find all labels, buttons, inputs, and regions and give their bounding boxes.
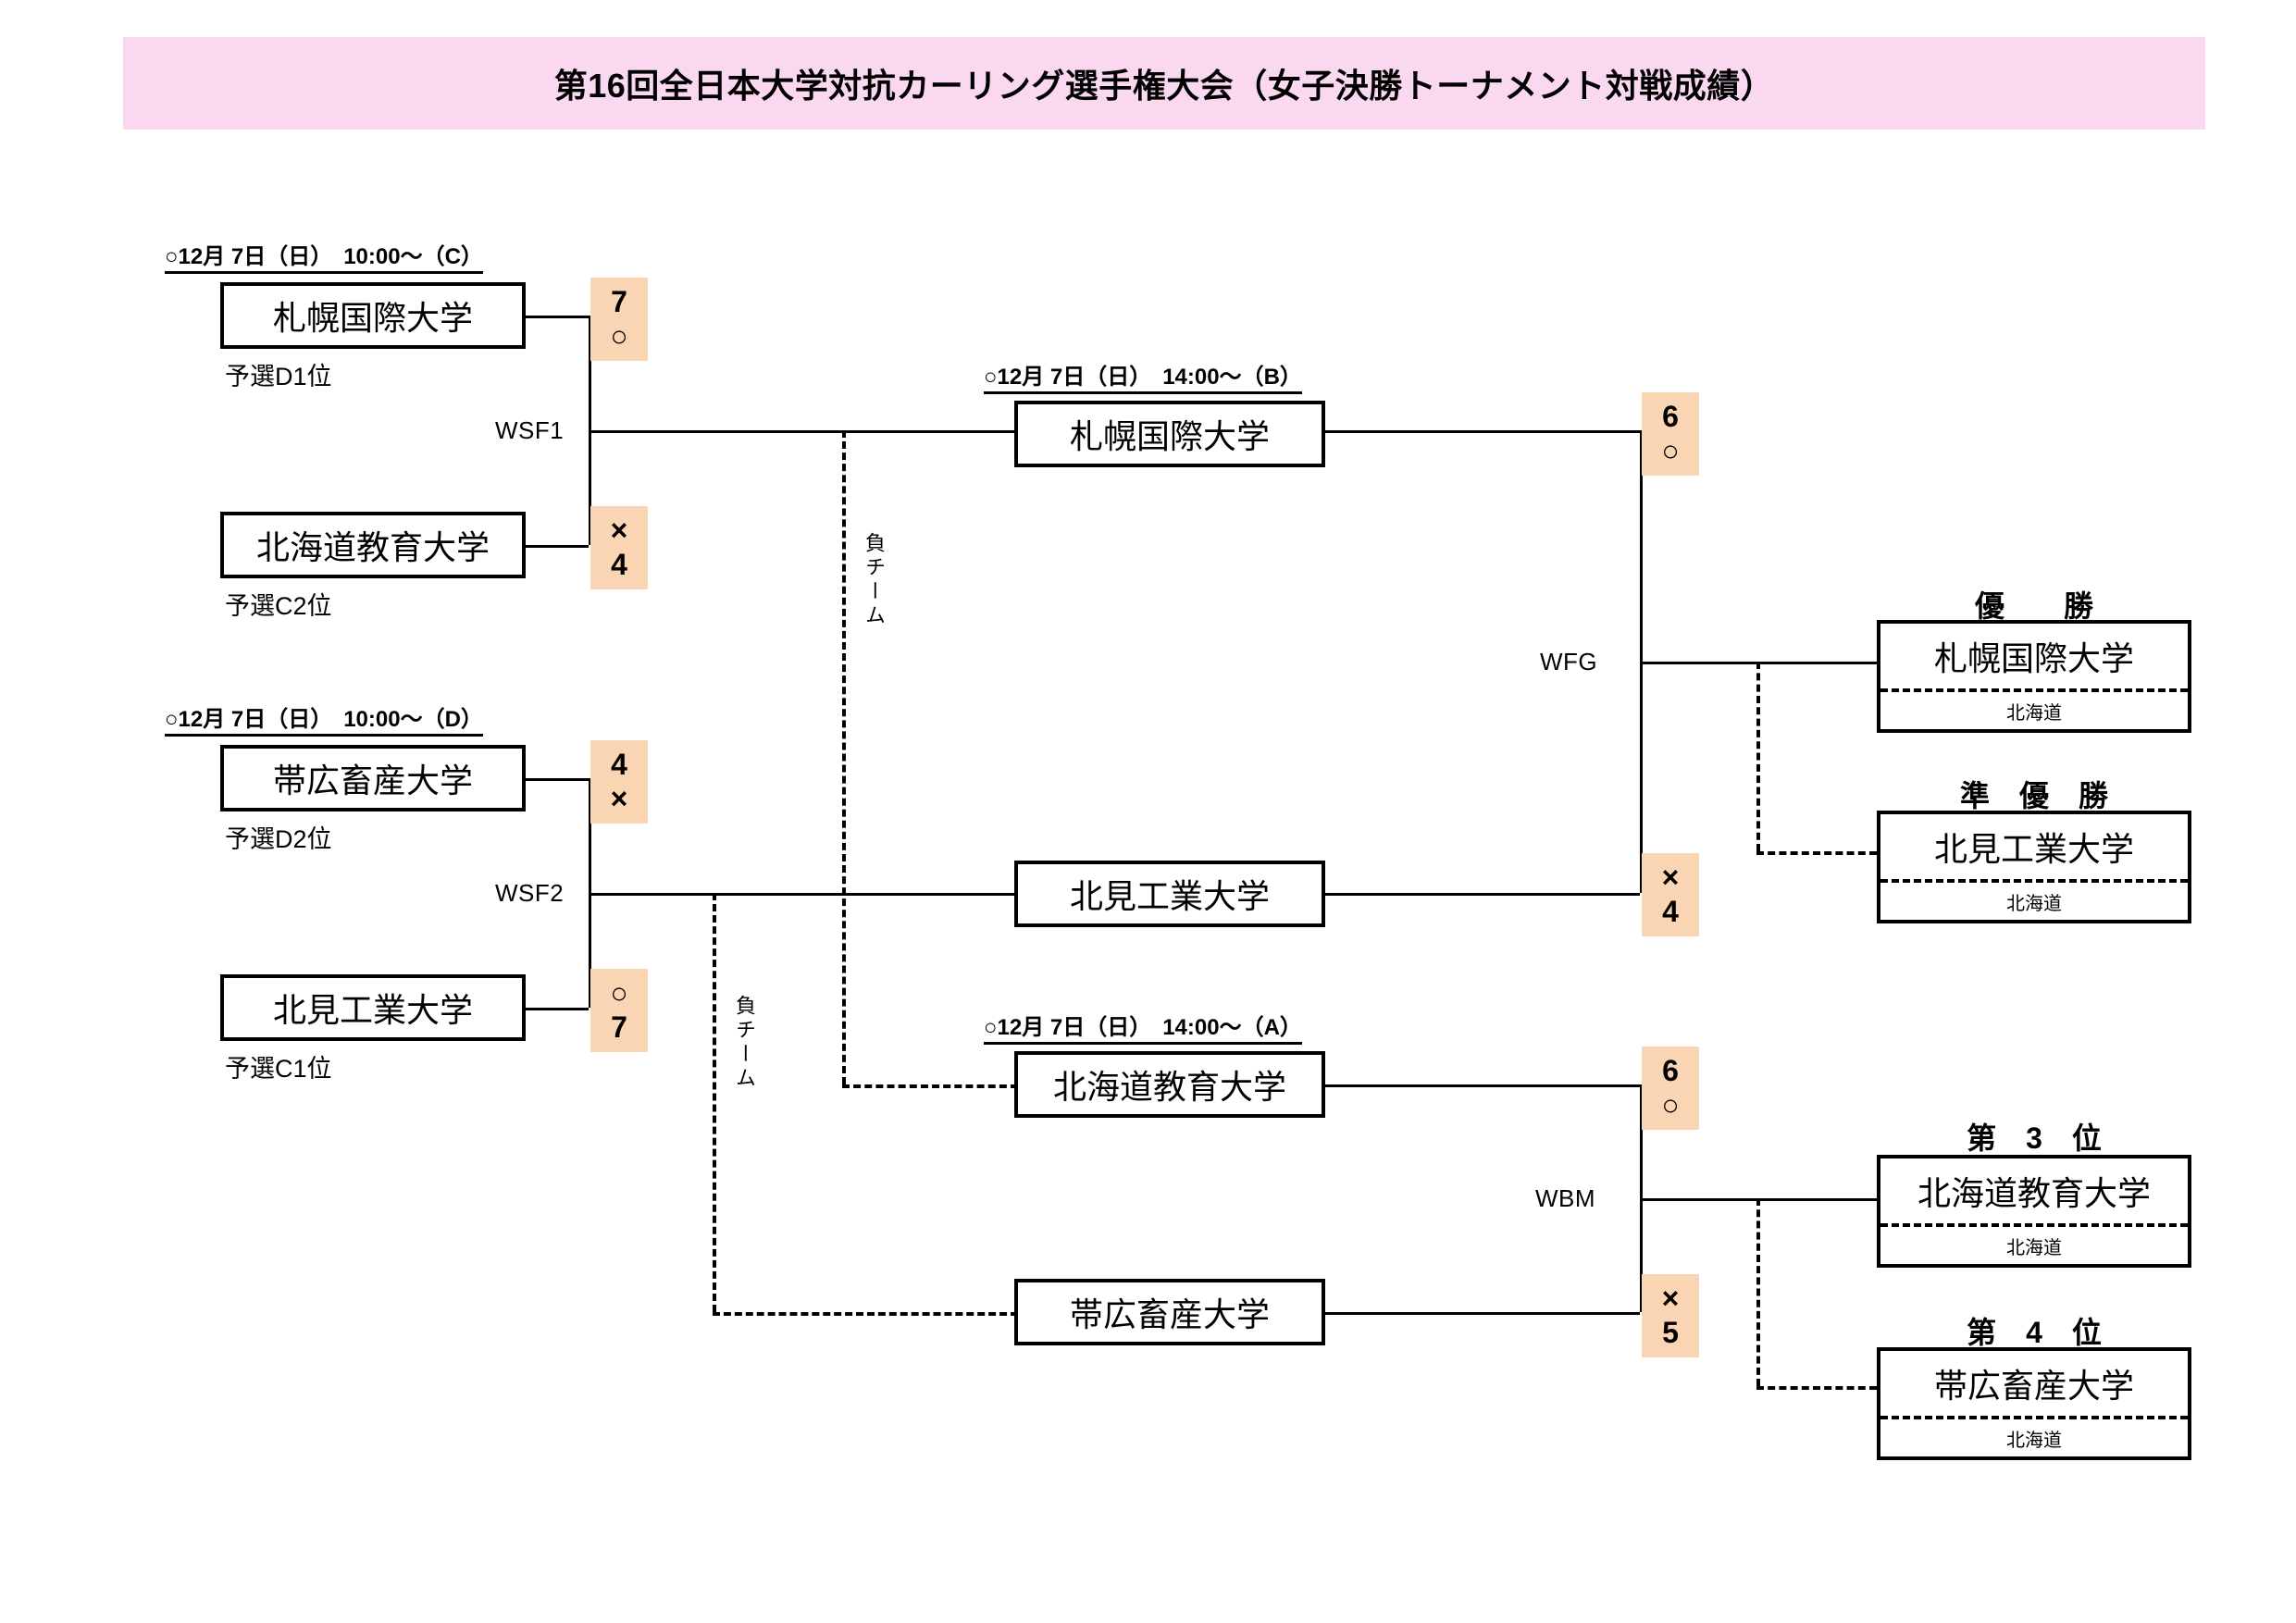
final-bottom-score: × 4 xyxy=(1642,853,1699,936)
result-box-4: 帯広畜産大学 北海道 xyxy=(1877,1347,2191,1460)
final-round-label: WFG xyxy=(1540,648,1598,675)
sf1-bottom-score-value: 4 xyxy=(611,548,627,581)
final-bottom-score-value: 4 xyxy=(1662,895,1679,928)
sf1-loser-dashed-vertical xyxy=(842,430,846,1084)
sf1-top-connector xyxy=(526,316,589,318)
result-team-4: 帯広畜産大学 xyxy=(1933,1367,2134,1405)
page-title: 第16回全日本大学対抗カーリング選手権大会（女子決勝トーナメント対戦成績） xyxy=(553,67,1775,105)
final-top-result-mark: ○ xyxy=(1661,434,1680,467)
sf2-top-seed: 予選D2位 xyxy=(225,825,332,853)
bronze-bottom-connector xyxy=(1325,1312,1640,1315)
bronze-fourth-dashed-vertical xyxy=(1756,1198,1760,1386)
bronze-bottom-score: × 5 xyxy=(1642,1274,1699,1357)
bronze-winner-out xyxy=(1640,1198,1931,1201)
bronze-date-label: ○12月 7日（日） 14:00～（A） xyxy=(984,1015,1302,1046)
sf2-top-score-value: 4 xyxy=(611,748,627,782)
bronze-top-team-box: 北海道教育大学 xyxy=(1014,1051,1325,1118)
rank-title-1: 優 勝 xyxy=(1974,589,2093,623)
sf1-winner-out xyxy=(589,430,1014,433)
sf2-top-score: 4 × xyxy=(590,740,648,824)
bronze-top-score: 6 ○ xyxy=(1642,1047,1699,1130)
sf1-date-label: ○12月 7日（日） 10:00～（C） xyxy=(165,244,483,275)
final-bottom-result-mark: × xyxy=(1661,861,1680,895)
sf2-date-label: ○12月 7日（日） 10:00～（D） xyxy=(165,707,483,737)
sf2-round-label: WSF2 xyxy=(495,879,565,907)
result-region-4: 北海道 xyxy=(1880,1416,2188,1456)
sf1-loser-dashed-horizontal xyxy=(842,1084,1018,1088)
final-bottom-connector xyxy=(1325,893,1640,896)
sf2-bottom-score: ○ 7 xyxy=(590,969,648,1052)
result-team-1: 札幌国際大学 xyxy=(1933,639,2134,677)
sf2-bottom-result-mark: ○ xyxy=(610,976,628,1010)
sf1-top-score-value: 7 xyxy=(611,285,627,319)
bronze-round-label: WBM xyxy=(1535,1184,1596,1212)
sf2-bottom-team-box: 北見工業大学 xyxy=(220,974,526,1041)
result-box-1: 札幌国際大学 北海道 xyxy=(1877,620,2191,733)
sf1-top-score: 7 ○ xyxy=(590,278,648,361)
sf1-bottom-connector xyxy=(526,545,589,548)
sf1-top-result-mark: ○ xyxy=(610,319,628,353)
bronze-fourth-dashed-horizontal xyxy=(1756,1386,1877,1390)
bronze-bottom-result-mark: × xyxy=(1661,1282,1680,1316)
result-box-2: 北見工業大学 北海道 xyxy=(1877,811,2191,923)
result-region-3: 北海道 xyxy=(1880,1223,2188,1264)
final-runnerup-dashed-vertical xyxy=(1756,662,1760,851)
sf2-bottom-seed: 予選C1位 xyxy=(225,1055,332,1083)
sf2-top-connector xyxy=(526,778,589,781)
rank-title-2: 準 優 勝 xyxy=(1959,779,2108,812)
bronze-top-score-value: 6 xyxy=(1662,1054,1679,1088)
sf1-loser-tag: 負チーム xyxy=(863,532,886,628)
final-winner-out xyxy=(1640,662,1931,664)
sf2-loser-tag: 負チーム xyxy=(733,995,756,1091)
title-banner xyxy=(123,37,2205,130)
bronze-top-result-mark: ○ xyxy=(1661,1088,1680,1121)
sf2-top-team-box: 帯広畜産大学 xyxy=(220,745,526,812)
result-box-3: 北海道教育大学 北海道 xyxy=(1877,1155,2191,1268)
bronze-bottom-team-box: 帯広畜産大学 xyxy=(1014,1279,1325,1345)
sf1-round-label: WSF1 xyxy=(495,416,565,444)
final-bottom-team-box: 北見工業大学 xyxy=(1014,861,1325,927)
result-region-2: 北海道 xyxy=(1880,879,2188,920)
final-top-connector xyxy=(1325,430,1640,433)
final-top-score-value: 6 xyxy=(1662,400,1679,434)
result-team-3: 北海道教育大学 xyxy=(1917,1174,2151,1212)
sf2-loser-dashed-vertical xyxy=(713,893,716,1312)
sf2-loser-dashed-horizontal xyxy=(713,1312,1018,1316)
result-region-1: 北海道 xyxy=(1880,688,2188,729)
sf1-bottom-team-box: 北海道教育大学 xyxy=(220,512,526,578)
sf1-bottom-score: × 4 xyxy=(590,506,648,589)
sf1-bottom-seed: 予選C2位 xyxy=(225,592,332,620)
bronze-top-connector xyxy=(1325,1084,1640,1087)
sf2-top-result-mark: × xyxy=(610,782,628,815)
sf2-winner-out xyxy=(589,893,1014,896)
result-team-2: 北見工業大学 xyxy=(1933,830,2134,868)
sf1-top-seed: 予選D1位 xyxy=(225,363,332,390)
rank-title-4: 第 4 位 xyxy=(1967,1316,2102,1349)
final-top-score: 6 ○ xyxy=(1642,392,1699,476)
sf1-top-team-box: 札幌国際大学 xyxy=(220,282,526,349)
sf2-bottom-connector xyxy=(526,1008,589,1010)
rank-title-3: 第 3 位 xyxy=(1967,1121,2102,1155)
sf1-bottom-result-mark: × xyxy=(610,514,628,548)
final-date-label: ○12月 7日（日） 14:00～（B） xyxy=(984,365,1302,395)
bronze-bottom-score-value: 5 xyxy=(1662,1316,1679,1349)
sf2-bottom-score-value: 7 xyxy=(611,1010,627,1044)
final-top-team-box: 札幌国際大学 xyxy=(1014,401,1325,467)
final-runnerup-dashed-horizontal xyxy=(1756,851,1877,855)
